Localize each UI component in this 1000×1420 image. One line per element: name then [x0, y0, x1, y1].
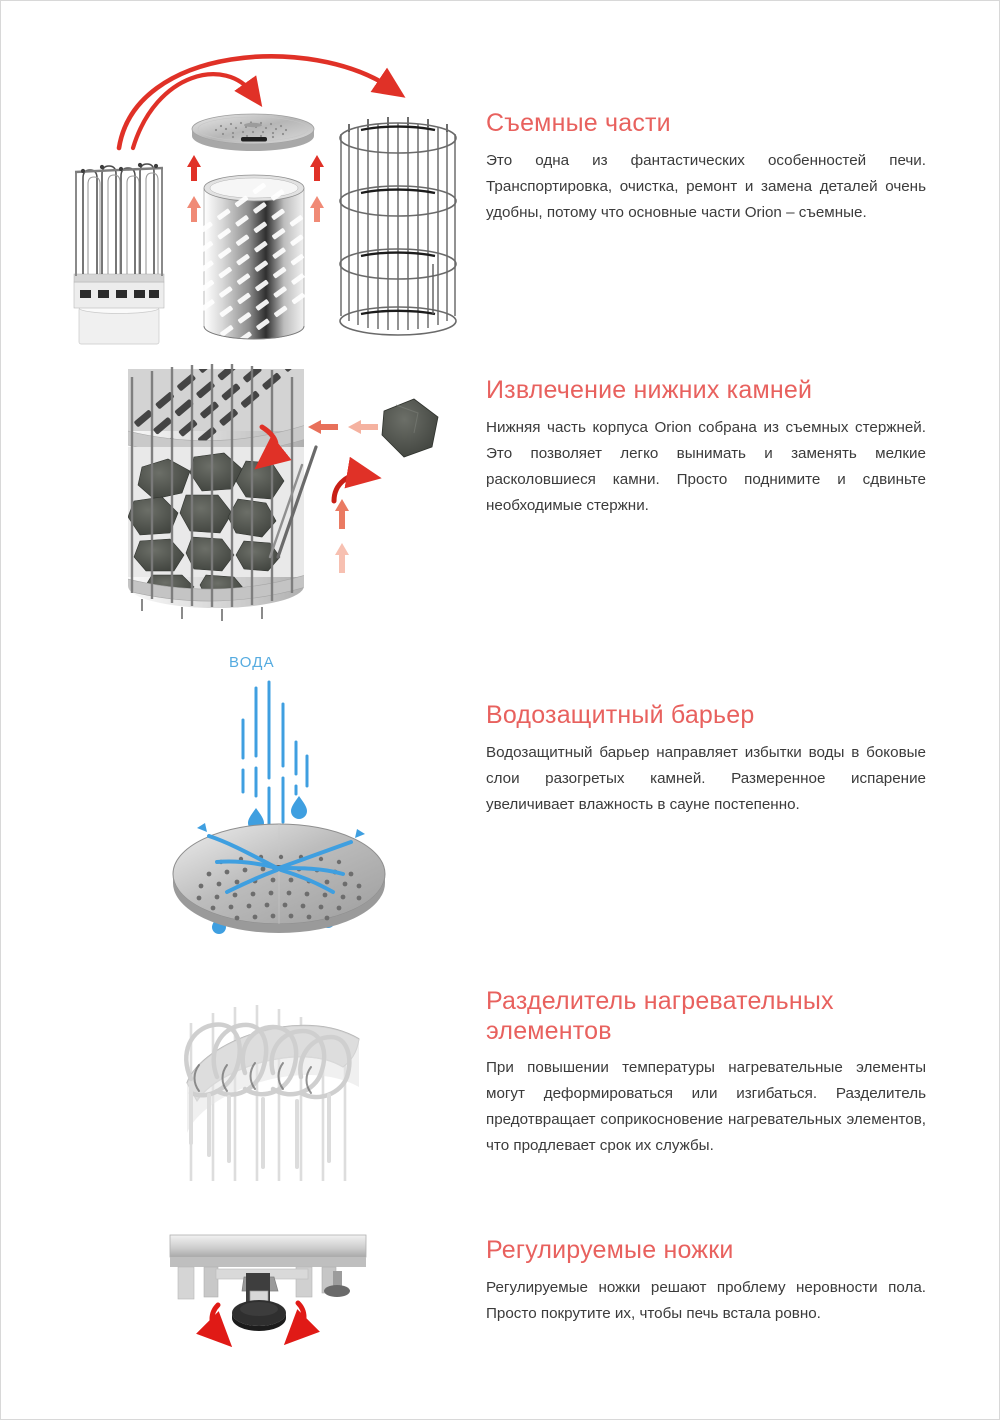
- stone-removal-svg: [128, 364, 439, 621]
- body-removable-parts: Это одна из фантастических особенностей …: [486, 151, 926, 221]
- textblock-removable-parts: Съемные части Это одна из фантастических…: [486, 109, 926, 226]
- separator-svg: [184, 1005, 360, 1181]
- up-arrow-red: [335, 499, 349, 529]
- heading-water-protection-barrier: Водозащитный барьер: [486, 701, 755, 729]
- stone-filled-heater-body: [128, 364, 304, 621]
- up-arrow-left-red: [187, 155, 201, 181]
- curved-arrow-to-lid: [130, 72, 263, 151]
- textblock-water-protection-barrier: Водозащитный барьер Водозащитный барьер …: [486, 701, 926, 818]
- water-label: ВОДА: [229, 654, 275, 671]
- heating-element-shadows: [193, 1062, 312, 1094]
- curved-arrow-down-red: [254, 424, 292, 470]
- heading-lower-stone-removal: Извлечение нижних камней: [486, 376, 813, 404]
- adjustable-foot: [232, 1273, 286, 1331]
- exploded-heater-parts-illustration: [61, 26, 481, 351]
- outer-rod-cage: [339, 117, 457, 336]
- up-arrow-salmon: [335, 543, 349, 573]
- heating-elements-assembly: [73, 162, 165, 345]
- body-lower-stone-removal: Нижняя часть корпуса Orion собрана из съ…: [486, 418, 926, 514]
- heading-removable-parts: Съемные части: [486, 109, 671, 137]
- adjustable-feet-svg: [169, 1234, 367, 1348]
- section-adjustable-feet: Регулируемые ножки Регулируемые ножки ре…: [1, 1211, 999, 1381]
- section-water-protection-barrier: ВОДА Водозащитный барьер Водозащитный ба…: [1, 646, 999, 956]
- splash-droplet-accents: [197, 823, 365, 838]
- heading-adjustable-feet: Регулируемые ножки: [486, 1236, 734, 1264]
- left-arrow-red: [308, 420, 338, 434]
- u-shaped-heating-elements: [184, 1022, 352, 1100]
- textblock-heating-element-separator: Разделитель нагревательных элементов При…: [486, 987, 926, 1160]
- section-lower-stone-removal: Извлечение нижних камней Нижняя часть ко…: [1, 356, 999, 641]
- body-water-protection-barrier: Водозащитный барьер направляет избытки в…: [486, 743, 926, 813]
- adjustable-feet-illustration: [156, 1233, 386, 1363]
- section-removable-parts: Съемные части Это одна из фантастических…: [1, 1, 999, 351]
- curved-arrow-to-cage: [116, 54, 406, 151]
- detached-sauna-stone: [381, 398, 439, 458]
- falling-water-streams: [241, 680, 309, 834]
- rotate-arrow-left-red: [196, 1302, 233, 1348]
- textblock-lower-stone-removal: Извлечение нижних камней Нижняя часть ко…: [486, 376, 926, 519]
- stone-removal-illustration: [106, 361, 466, 626]
- perforated-inner-cylinder: [163, 174, 341, 343]
- body-heating-element-separator: При повышении температуры нагревательные…: [486, 1059, 926, 1155]
- up-arrow-right-salmon: [310, 196, 324, 222]
- removable-rod: [268, 445, 318, 559]
- element-vertical-stems: [189, 1085, 331, 1169]
- perforated-barrier-disc: [172, 823, 386, 933]
- exploded-parts-svg: [73, 54, 457, 345]
- splash-spray: [207, 834, 353, 894]
- up-arrow-right-red: [310, 155, 324, 181]
- curved-arrow-up-red: [331, 456, 382, 504]
- secondary-foot: [324, 1271, 350, 1297]
- up-arrow-left-salmon: [187, 196, 201, 222]
- heading-heating-element-separator: Разделитель нагревательных элементов: [486, 987, 834, 1045]
- water-barrier-illustration: ВОДА: [151, 646, 411, 946]
- perforated-lid-disc: [191, 113, 315, 151]
- heating-element-separator-illustration: [151, 983, 401, 1183]
- body-adjustable-feet: Регулируемые ножки решают проблему неров…: [486, 1278, 926, 1322]
- left-arrow-salmon: [348, 420, 378, 434]
- rotate-arrow-right-red: [283, 1300, 320, 1346]
- textblock-adjustable-feet: Регулируемые ножки Регулируемые ножки ре…: [486, 1236, 926, 1327]
- water-barrier-svg: [172, 680, 386, 934]
- section-heating-element-separator: Разделитель нагревательных элементов При…: [1, 961, 999, 1206]
